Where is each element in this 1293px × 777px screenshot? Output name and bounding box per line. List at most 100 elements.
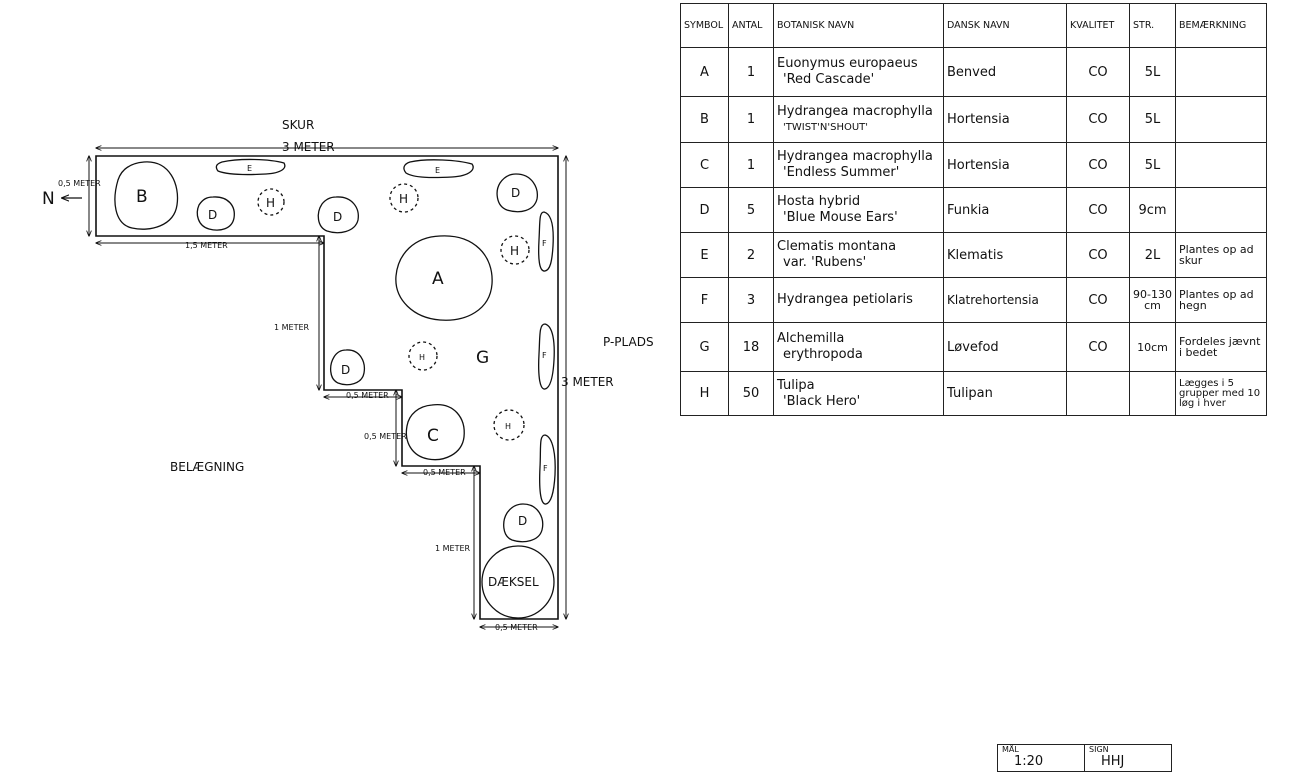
plant-b-shape bbox=[114, 161, 179, 230]
plant-c-shape bbox=[405, 404, 465, 461]
cell-botanisk: Hydrangea petiolaris bbox=[773, 277, 944, 323]
plant-h2-shape bbox=[389, 183, 419, 213]
header-kvalitet: KVALITET bbox=[1066, 3, 1130, 48]
cell-kvalitet: CO bbox=[1066, 277, 1130, 323]
bed-outline bbox=[95, 155, 559, 620]
dim-left-depth-label: 0,5 METER bbox=[58, 179, 101, 188]
cell-kvalitet: CO bbox=[1066, 142, 1130, 188]
cell-kvalitet: CO bbox=[1066, 96, 1130, 143]
plant-symbol: D bbox=[341, 363, 350, 377]
cell-symbol: D bbox=[680, 187, 729, 233]
plant-f2-shape bbox=[538, 323, 555, 390]
cell-botanisk: Tulipa'Black Hero' bbox=[773, 371, 944, 416]
plant-symbol: E bbox=[435, 166, 440, 175]
bot-line-1: Hydrangea petiolaris bbox=[777, 292, 913, 307]
cell-antal: 1 bbox=[728, 47, 774, 97]
cell-str: 9cm bbox=[1129, 187, 1176, 233]
cell-botanisk: Hydrangea macrophylla 'TWIST'N'SHOUT' bbox=[773, 96, 944, 143]
cell-str: 5L bbox=[1129, 47, 1176, 97]
cell-str: 10cm bbox=[1129, 322, 1176, 372]
plant-h1-shape bbox=[257, 188, 285, 216]
bot-line-2: 'Red Cascade' bbox=[783, 72, 875, 87]
plant-symbol: F bbox=[543, 464, 548, 473]
cell-symbol: H bbox=[680, 371, 729, 416]
bot-line-2: 'Endless Summer' bbox=[783, 165, 900, 180]
cell-str: 2L bbox=[1129, 232, 1176, 278]
dim-left-step-label: 1 METER bbox=[274, 323, 310, 332]
plant-a-shape bbox=[395, 235, 493, 321]
table-header-row: SYMBOL ANTAL BOTANISK NAVN DANSK NAVN KV… bbox=[680, 3, 1267, 48]
cell-bemaerkning bbox=[1175, 96, 1267, 143]
plant-symbol: H bbox=[505, 422, 511, 431]
cell-kvalitet bbox=[1066, 371, 1130, 416]
cell-dansk: Benved bbox=[943, 47, 1067, 97]
bot-line-2: erythropoda bbox=[783, 347, 863, 362]
cell-str: 5L bbox=[1129, 142, 1176, 188]
dim-mid-step-label: 0,5 METER bbox=[364, 432, 407, 441]
bot-line-2: 'TWIST'N'SHOUT' bbox=[783, 121, 869, 133]
table-row: F 3 Hydrangea petiolaris Klatrehortensia… bbox=[680, 277, 1267, 323]
g-area-label: G bbox=[476, 348, 489, 368]
cell-symbol: A bbox=[680, 47, 729, 97]
plant-h3-shape bbox=[500, 235, 530, 265]
plant-symbol: B bbox=[136, 187, 148, 207]
bot-line-1: Clematis montana bbox=[777, 239, 897, 254]
plant-symbol: F bbox=[542, 239, 547, 248]
skur-label: SKUR bbox=[282, 118, 314, 132]
dim-mid-ledge-label: 0,5 METER bbox=[346, 391, 389, 400]
scale-cell: MÅL 1:20 bbox=[997, 744, 1085, 772]
plant-symbol: D bbox=[208, 208, 217, 222]
dim-low-ledge-label: 0,5 METER bbox=[423, 468, 466, 477]
bot-line-2: 'Blue Mouse Ears' bbox=[783, 210, 898, 225]
cell-antal: 2 bbox=[728, 232, 774, 278]
plant-symbol: H bbox=[419, 353, 425, 362]
scale-value: 1:20 bbox=[1014, 754, 1044, 769]
plant-e2-shape bbox=[403, 159, 474, 179]
header-botanisk-navn: BOTANISK NAVN bbox=[773, 3, 944, 48]
plant-symbol: D bbox=[511, 186, 520, 200]
cell-dansk: Løvefod bbox=[943, 322, 1067, 372]
belaegning-label: BELÆGNING bbox=[170, 460, 244, 474]
table-row: A 1 Euonymus europaeus'Red Cascade' Benv… bbox=[680, 47, 1267, 97]
cell-botanisk: Hosta hybrid'Blue Mouse Ears' bbox=[773, 187, 944, 233]
cell-dansk: Funkia bbox=[943, 187, 1067, 233]
plant-symbol: E bbox=[247, 164, 252, 173]
plant-h5-shape bbox=[493, 409, 525, 441]
cell-kvalitet: CO bbox=[1066, 232, 1130, 278]
header-dansk-navn: DANSK NAVN bbox=[943, 3, 1067, 48]
bot-line-1: Hydrangea macrophylla bbox=[777, 103, 933, 119]
cell-antal: 3 bbox=[728, 277, 774, 323]
scale-caption: MÅL bbox=[1002, 745, 1019, 754]
cell-bemaerkning: Fordeles jævnt i bedet bbox=[1175, 322, 1267, 372]
bot-line-2: var. 'Rubens' bbox=[783, 255, 867, 270]
cell-str: 5L bbox=[1129, 96, 1176, 143]
header-antal: ANTAL bbox=[728, 3, 774, 48]
cell-antal: 1 bbox=[728, 96, 774, 143]
bot-line-1: Alchemilla bbox=[777, 331, 845, 346]
cell-symbol: G bbox=[680, 322, 729, 372]
plant-f1-shape bbox=[538, 211, 554, 272]
table-row: C 1 Hydrangea macrophylla'Endless Summer… bbox=[680, 142, 1267, 188]
plant-symbol: D bbox=[518, 514, 527, 528]
bot-line-1: Hydrangea macrophylla bbox=[777, 149, 933, 164]
cell-symbol: E bbox=[680, 232, 729, 278]
dim-top-label: 3 METER bbox=[282, 140, 335, 154]
plant-d4-shape bbox=[330, 349, 366, 386]
cell-dansk: Tulipan bbox=[943, 371, 1067, 416]
garden-plan: 3 METER 0,5 METER 1,5 METER 1 METER 3 ME… bbox=[42, 118, 654, 632]
cell-dansk: Hortensia bbox=[943, 142, 1067, 188]
plant-symbol: H bbox=[266, 196, 275, 210]
cell-botanisk: Euonymus europaeus'Red Cascade' bbox=[773, 47, 944, 97]
daeksel-cover-shape bbox=[481, 545, 555, 619]
plant-symbol: H bbox=[510, 244, 519, 258]
table-row: D 5 Hosta hybrid'Blue Mouse Ears' Funkia… bbox=[680, 187, 1267, 233]
bot-line-2: 'Black Hero' bbox=[783, 393, 861, 409]
cell-botanisk: Hydrangea macrophylla'Endless Summer' bbox=[773, 142, 944, 188]
cell-dansk: Hortensia bbox=[943, 96, 1067, 143]
header-symbol: SYMBOL bbox=[680, 3, 729, 48]
header-str: STR. bbox=[1129, 3, 1176, 48]
daeksel-label: DÆKSEL bbox=[488, 575, 539, 589]
